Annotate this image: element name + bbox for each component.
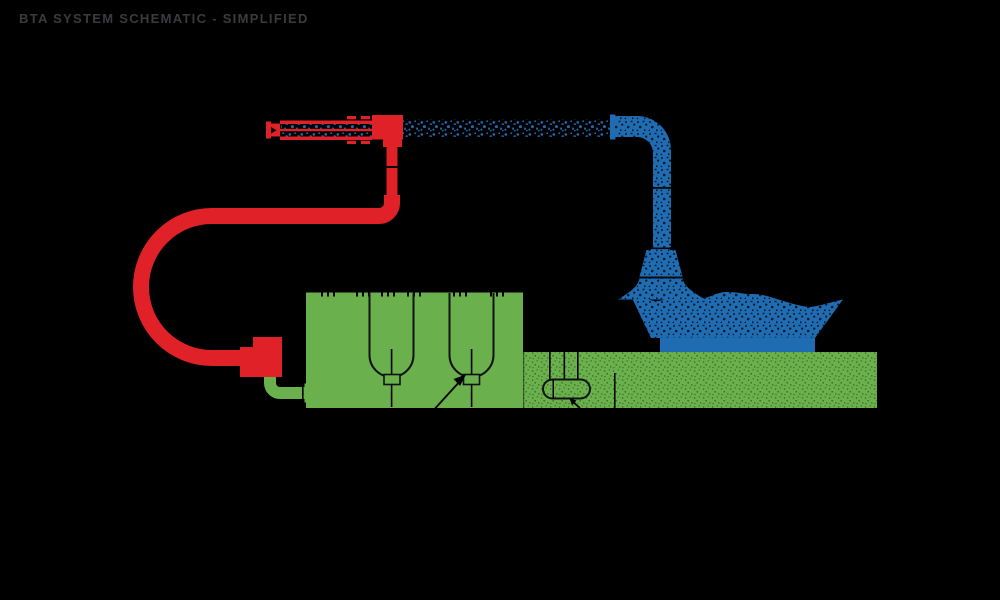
suction-pipe <box>264 374 314 403</box>
chip-stream <box>403 119 610 137</box>
discharge-pipe-flange <box>610 114 616 140</box>
return-hose <box>133 195 400 366</box>
boring-bar <box>280 116 372 144</box>
filter-leader-arrow <box>430 374 466 414</box>
bed-tank-joint-line <box>523 352 525 408</box>
discharge-funnel <box>618 247 705 300</box>
filter-bell-2 <box>448 293 495 407</box>
filter-bell-1 <box>368 293 415 407</box>
pump <box>240 337 282 377</box>
coolant-tank <box>306 288 523 414</box>
bar-clamp-marks <box>347 116 370 144</box>
conveyor-leader-arrow <box>569 398 581 409</box>
outlet-pipe-joint-line <box>385 166 399 168</box>
suction-pipe-collar <box>304 383 314 403</box>
drill-head <box>266 121 280 139</box>
chip-conveyor <box>542 352 591 409</box>
tank-top-ticks <box>321 288 504 297</box>
pressure-head-block <box>372 115 403 196</box>
outlet-pipe <box>386 147 398 196</box>
pump-body <box>253 337 282 377</box>
discharge-pipe <box>615 116 671 247</box>
chip-container <box>633 291 843 352</box>
pipe-joint-line <box>653 187 671 189</box>
suction-pipe-tick <box>302 380 304 403</box>
chip-container-base <box>660 337 815 352</box>
bed-divider-line <box>614 373 616 408</box>
schematic-title: BTA SYSTEM SCHEMATIC - SIMPLIFIED <box>19 11 309 26</box>
pump-inlet-connector <box>240 347 253 377</box>
